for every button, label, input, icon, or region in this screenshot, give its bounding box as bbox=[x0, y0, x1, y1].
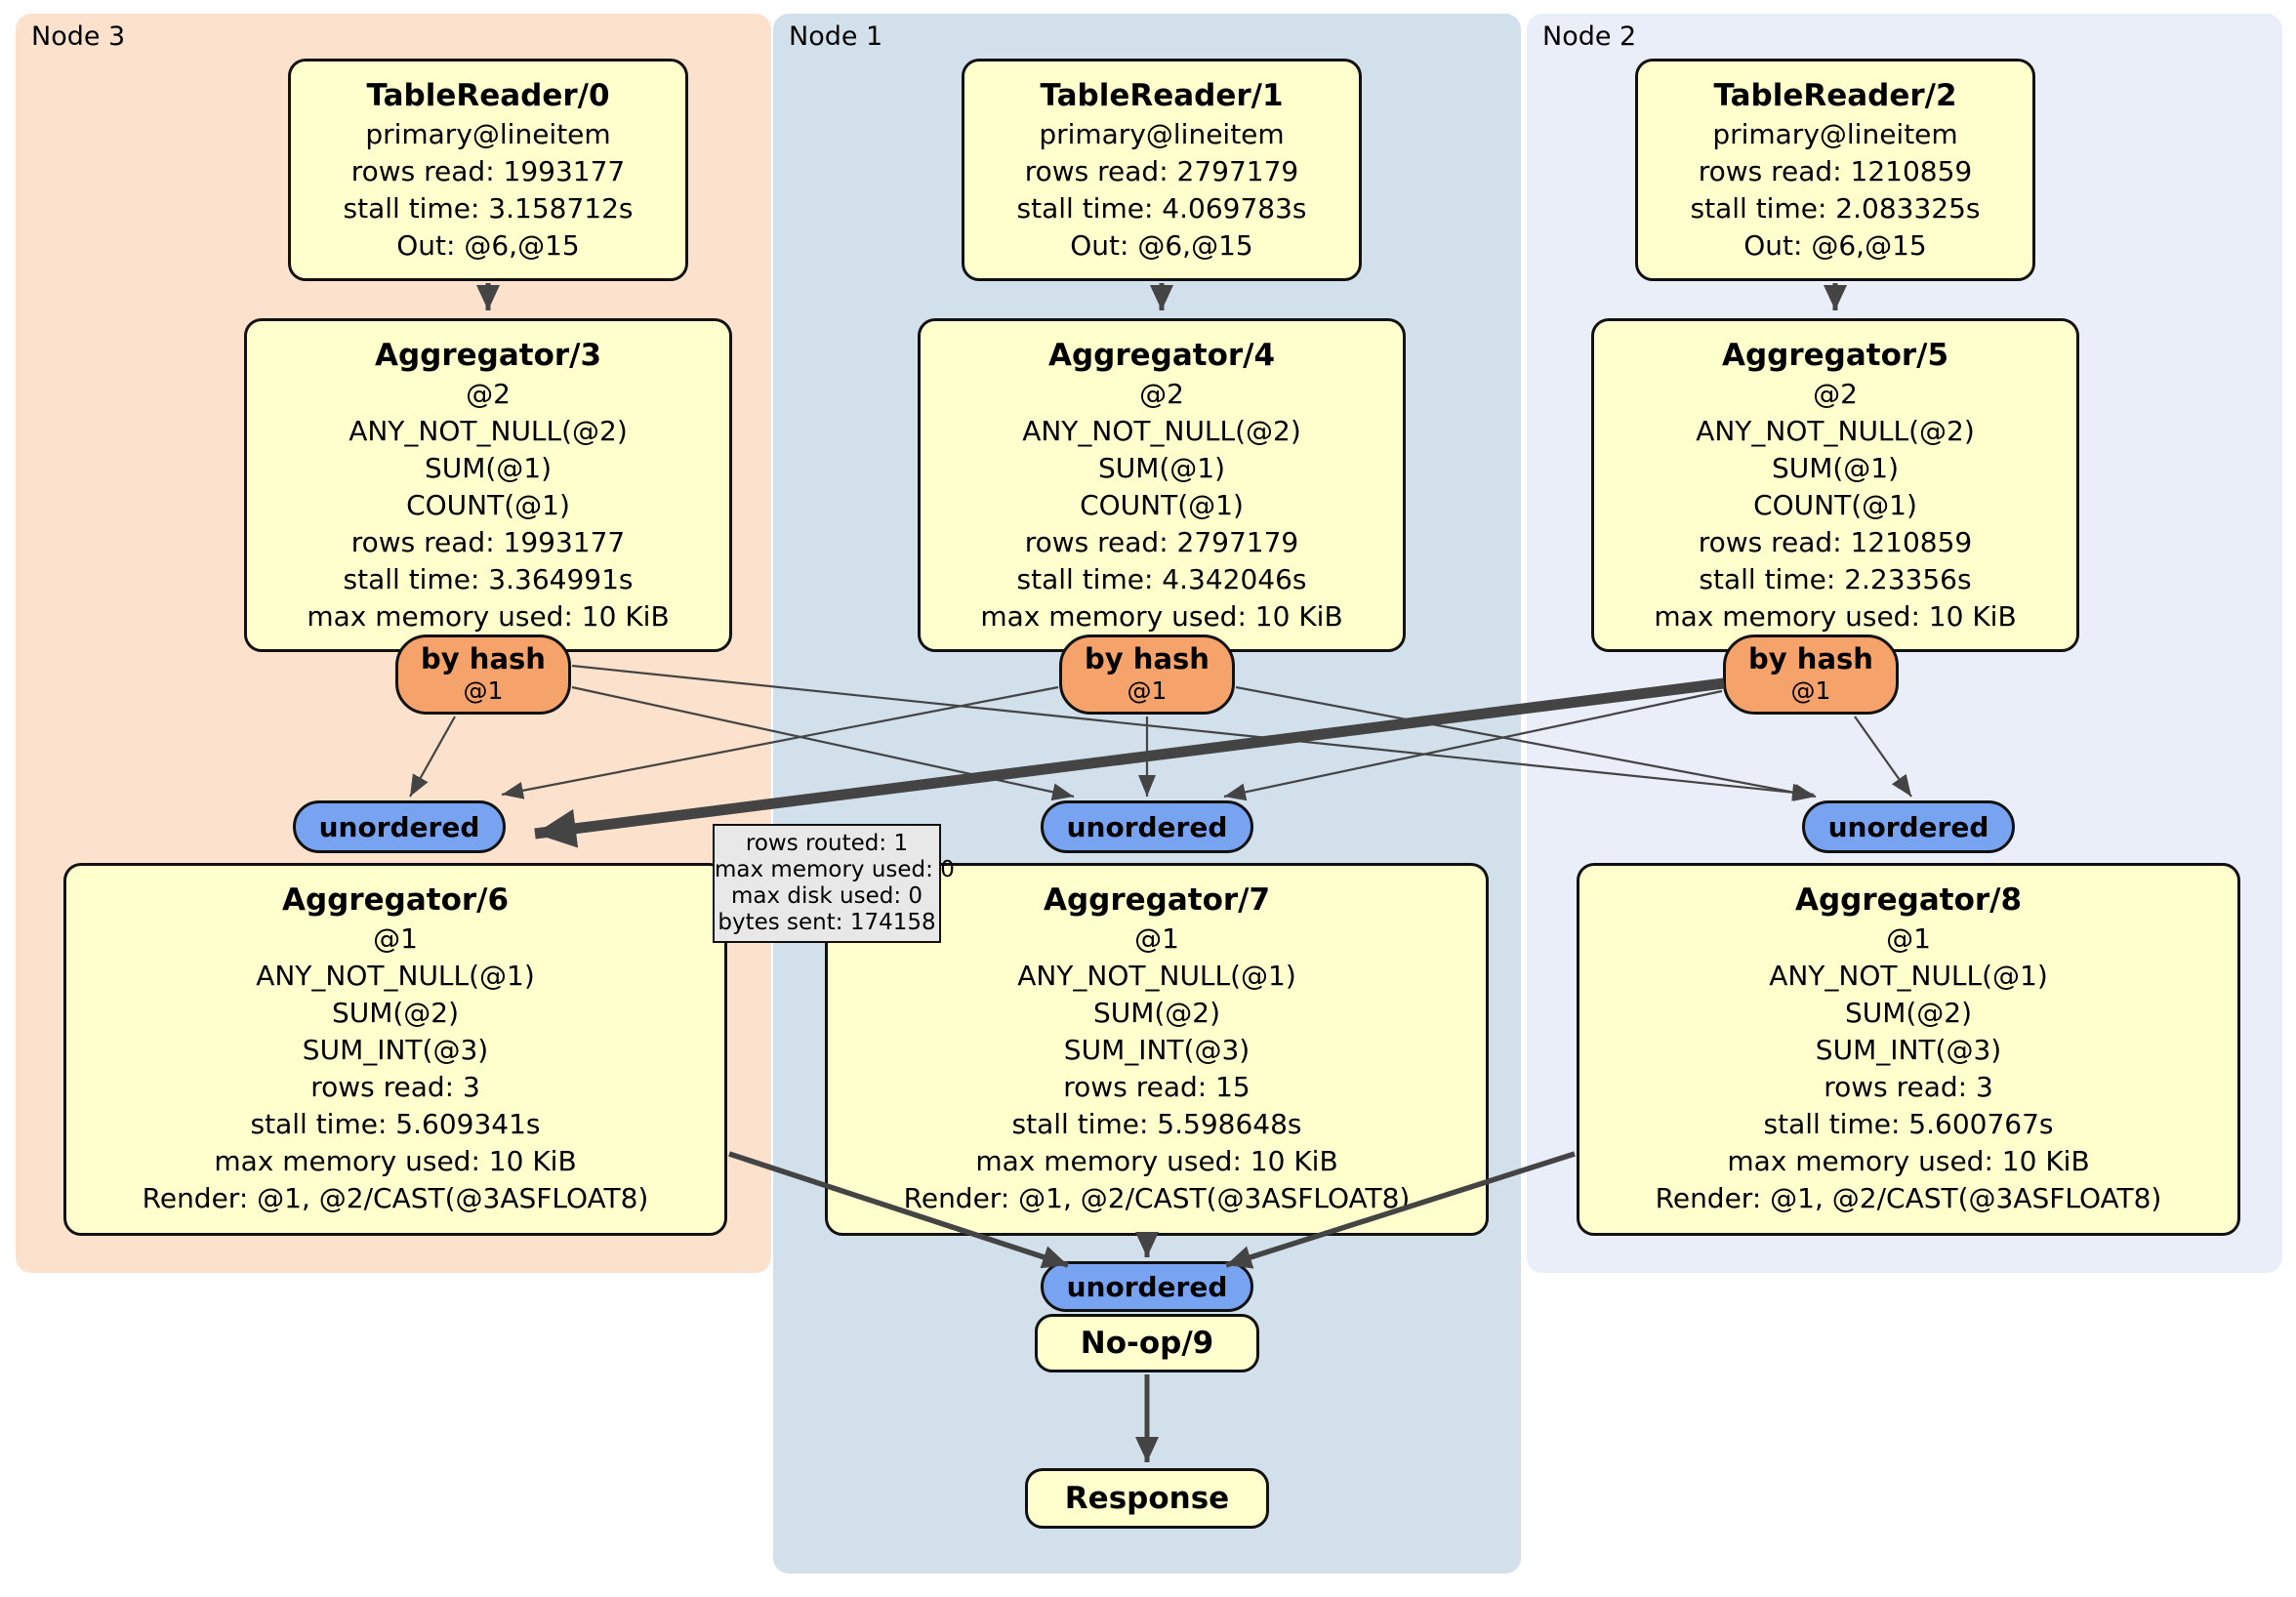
processor-line: Out: @6,@15 bbox=[1743, 229, 1927, 262]
processor-line: rows read: 1210859 bbox=[1698, 155, 1973, 187]
router-label: by hash bbox=[1748, 642, 1873, 676]
processor-line: stall time: 2.23356s bbox=[1699, 563, 1972, 595]
router-by-hash-5: by hash @1 bbox=[1723, 635, 1899, 715]
processor-line: max memory used: 10 KiB bbox=[1654, 600, 2017, 633]
router-by-hash-3: by hash @1 bbox=[395, 635, 571, 715]
processor-line: COUNT(@1) bbox=[406, 489, 570, 521]
processor-aggregator-8: Aggregator/8 @1 ANY_NOT_NULL(@1) SUM(@2)… bbox=[1577, 863, 2240, 1236]
tooltip-line: rows routed: 1 bbox=[745, 831, 909, 856]
router-detail: @1 bbox=[1790, 676, 1831, 705]
processor-line: rows read: 1210859 bbox=[1698, 526, 1973, 558]
processor-line: @2 bbox=[1813, 378, 1858, 410]
router-by-hash-4: by hash @1 bbox=[1059, 635, 1235, 715]
processor-tablereader-2: TableReader/2 primary@lineitem rows read… bbox=[1635, 59, 2035, 281]
processor-response: Response bbox=[1025, 1468, 1269, 1529]
processor-line: max memory used: 10 KiB bbox=[1727, 1145, 2090, 1177]
processor-line: rows read: 1993177 bbox=[350, 155, 626, 187]
processor-line: Out: @6,@15 bbox=[1070, 229, 1253, 262]
processor-title: Response bbox=[1064, 1481, 1230, 1516]
processor-line: ANY_NOT_NULL(@2) bbox=[1696, 415, 1975, 447]
processor-line: primary@lineitem bbox=[1039, 118, 1285, 150]
processor-line: rows read: 3 bbox=[310, 1071, 480, 1103]
processor-line: max memory used: 10 KiB bbox=[307, 600, 670, 633]
processor-line: stall time: 4.342046s bbox=[1016, 563, 1307, 595]
tooltip-line: bytes sent: 174158 bbox=[718, 910, 936, 935]
processor-line: COUNT(@1) bbox=[1753, 489, 1917, 521]
processor-title: Aggregator/5 bbox=[1721, 338, 1949, 373]
processor-line: SUM(@1) bbox=[1097, 452, 1226, 484]
processor-line: rows read: 2797179 bbox=[1024, 155, 1299, 187]
stream-stats-tooltip: rows routed: 1 max memory used: 0 max di… bbox=[713, 824, 955, 943]
processor-line: rows read: 2797179 bbox=[1024, 526, 1299, 558]
processor-aggregator-5: Aggregator/5 @2 ANY_NOT_NULL(@2) SUM(@1)… bbox=[1591, 318, 2079, 652]
processor-line: SUM(@2) bbox=[1844, 997, 1973, 1029]
processor-line: max memory used: 10 KiB bbox=[980, 600, 1343, 633]
processor-line: @1 bbox=[1134, 922, 1179, 955]
router-detail: @1 bbox=[1127, 676, 1168, 705]
processor-line: rows read: 3 bbox=[1824, 1071, 1993, 1103]
processor-line: stall time: 3.364991s bbox=[343, 563, 634, 595]
processor-line: SUM_INT(@3) bbox=[302, 1034, 489, 1066]
tooltip-line: max memory used: 0 bbox=[715, 857, 955, 882]
processor-line: COUNT(@1) bbox=[1080, 489, 1244, 521]
processor-line: @2 bbox=[1139, 378, 1184, 410]
sync-unordered-9: unordered bbox=[1041, 1261, 1253, 1312]
sync-unordered-6: unordered bbox=[293, 800, 506, 853]
router-label: by hash bbox=[1085, 642, 1210, 676]
processor-title: Aggregator/6 bbox=[281, 882, 510, 918]
processor-line: SUM(@2) bbox=[331, 997, 460, 1029]
processor-line: stall time: 5.609341s bbox=[250, 1108, 541, 1140]
processor-title: Aggregator/8 bbox=[1794, 882, 2023, 918]
processor-tablereader-1: TableReader/1 primary@lineitem rows read… bbox=[962, 59, 1362, 281]
processor-line: @1 bbox=[373, 922, 418, 955]
processor-line: ANY_NOT_NULL(@1) bbox=[1017, 960, 1296, 992]
processor-line: stall time: 5.600767s bbox=[1763, 1108, 2054, 1140]
processor-noop-9: No-op/9 bbox=[1035, 1314, 1259, 1372]
processor-line: primary@lineitem bbox=[1712, 118, 1958, 150]
processor-title: No-op/9 bbox=[1080, 1326, 1214, 1361]
processor-aggregator-4: Aggregator/4 @2 ANY_NOT_NULL(@2) SUM(@1)… bbox=[918, 318, 1406, 652]
processor-line: SUM(@1) bbox=[424, 452, 553, 484]
processor-line: Render: @1, @2/CAST(@3ASFLOAT8) bbox=[903, 1182, 1411, 1214]
processor-line: rows read: 15 bbox=[1063, 1071, 1250, 1103]
processor-line: max memory used: 10 KiB bbox=[214, 1145, 577, 1177]
processor-line: Render: @1, @2/CAST(@3ASFLOAT8) bbox=[142, 1182, 649, 1214]
processor-title: TableReader/1 bbox=[1040, 78, 1284, 113]
processor-line: @1 bbox=[1886, 922, 1931, 955]
processor-title: TableReader/0 bbox=[366, 78, 610, 113]
processor-aggregator-6: Aggregator/6 @1 ANY_NOT_NULL(@1) SUM(@2)… bbox=[63, 863, 727, 1236]
processor-line: SUM(@2) bbox=[1092, 997, 1221, 1029]
processor-line: Out: @6,@15 bbox=[396, 229, 580, 262]
processor-line: ANY_NOT_NULL(@1) bbox=[1769, 960, 2048, 992]
processor-line: SUM(@1) bbox=[1771, 452, 1900, 484]
sync-unordered-7: unordered bbox=[1041, 800, 1253, 853]
processor-line: SUM_INT(@3) bbox=[1063, 1034, 1250, 1066]
processor-line: SUM_INT(@3) bbox=[1815, 1034, 2002, 1066]
processor-line: rows read: 1993177 bbox=[350, 526, 626, 558]
processor-title: Aggregator/3 bbox=[374, 338, 602, 373]
region-label-node-3: Node 3 bbox=[31, 21, 126, 52]
processor-title: Aggregator/7 bbox=[1043, 882, 1271, 918]
region-label-node-2: Node 2 bbox=[1542, 21, 1637, 52]
processor-line: ANY_NOT_NULL(@2) bbox=[1022, 415, 1301, 447]
processor-line: ANY_NOT_NULL(@1) bbox=[256, 960, 535, 992]
processor-line: stall time: 3.158712s bbox=[343, 192, 634, 225]
processor-line: ANY_NOT_NULL(@2) bbox=[348, 415, 628, 447]
processor-tablereader-0: TableReader/0 primary@lineitem rows read… bbox=[288, 59, 688, 281]
processor-line: max memory used: 10 KiB bbox=[975, 1145, 1338, 1177]
processor-line: primary@lineitem bbox=[365, 118, 611, 150]
tooltip-line: max disk used: 0 bbox=[730, 883, 923, 909]
processor-line: stall time: 2.083325s bbox=[1690, 192, 1981, 225]
processor-title: Aggregator/4 bbox=[1047, 338, 1276, 373]
processor-aggregator-3: Aggregator/3 @2 ANY_NOT_NULL(@2) SUM(@1)… bbox=[244, 318, 732, 652]
router-detail: @1 bbox=[463, 676, 504, 705]
region-label-node-1: Node 1 bbox=[789, 21, 883, 52]
processor-line: Render: @1, @2/CAST(@3ASFLOAT8) bbox=[1655, 1182, 2162, 1214]
processor-line: @2 bbox=[466, 378, 511, 410]
sync-unordered-8: unordered bbox=[1802, 800, 2015, 853]
router-label: by hash bbox=[421, 642, 546, 676]
processor-line: stall time: 5.598648s bbox=[1011, 1108, 1302, 1140]
processor-line: stall time: 4.069783s bbox=[1016, 192, 1307, 225]
processor-title: TableReader/2 bbox=[1713, 78, 1957, 113]
